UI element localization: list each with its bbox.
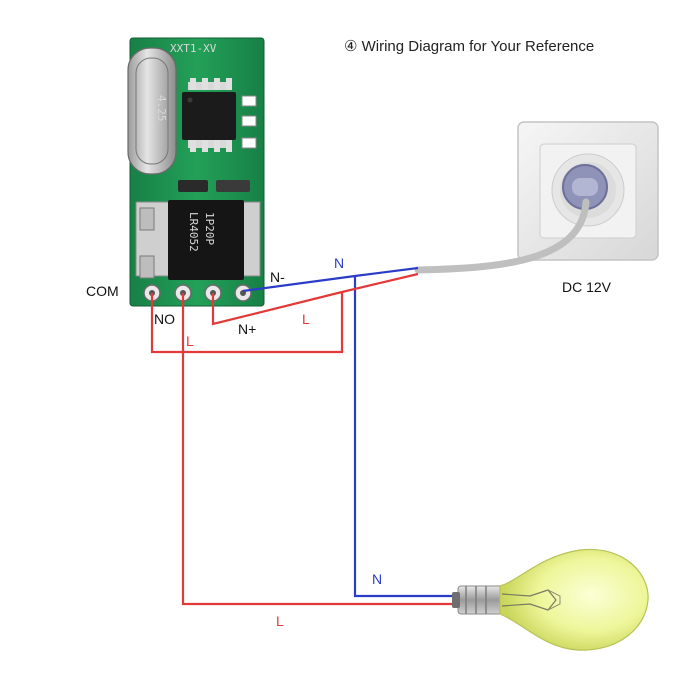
power-label: DC 12V xyxy=(562,279,612,295)
crystal-oscillator: 4.25 xyxy=(127,47,177,175)
wire-label-n-top: N xyxy=(334,255,344,271)
regulator-marking: LR4052 xyxy=(187,212,200,252)
terminal-label-no: NO xyxy=(154,311,175,327)
smd-component xyxy=(241,137,257,149)
wire-label-l-bottom: L xyxy=(276,613,284,629)
live-wire-supply xyxy=(211,272,419,326)
smd-component xyxy=(241,95,257,107)
terminal-label-n-plus: N+ xyxy=(238,321,256,337)
smd-component xyxy=(241,115,257,127)
regulator-marking-2: 1P20P xyxy=(203,212,216,245)
bulb-glass xyxy=(499,548,649,651)
terminal-label-n-minus: N- xyxy=(270,269,285,285)
light-bulb xyxy=(452,548,649,651)
wire-label-l-left: L xyxy=(186,333,194,349)
board-top-marking: XXT1-XV xyxy=(170,42,217,55)
diagram-title: ④ Wiring Diagram for Your Reference xyxy=(344,38,594,55)
power-cable xyxy=(414,198,590,274)
smd-component xyxy=(216,180,250,192)
receiver-board: XXT1-XV 4.25 xyxy=(127,37,265,307)
ic-chip xyxy=(182,78,236,152)
voltage-regulator: LR4052 1P20P xyxy=(135,200,261,280)
neutral-wires xyxy=(242,266,460,598)
wire-label-l-top: L xyxy=(302,311,310,327)
wall-socket xyxy=(517,121,659,261)
live-wire-bulb xyxy=(181,293,460,606)
live-wire-com xyxy=(150,292,344,354)
wire-label-n-bulb: N xyxy=(372,571,382,587)
terminal-pads xyxy=(143,284,252,302)
live-wires xyxy=(150,272,460,606)
terminal-label-com: COM xyxy=(86,283,119,299)
crystal-marking: 4.25 xyxy=(155,95,168,122)
smd-component xyxy=(178,180,208,192)
neutral-wire-bulb xyxy=(353,276,460,598)
